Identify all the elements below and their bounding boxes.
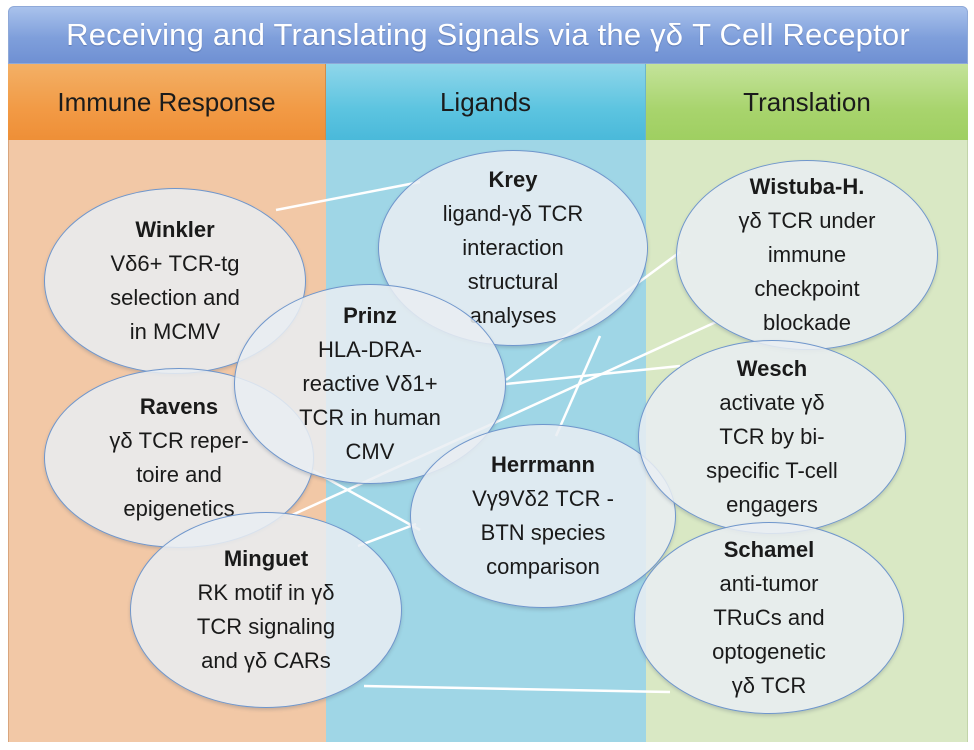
node-minguet: Minguet RK motif in γδ TCR signaling and… [130, 512, 402, 708]
connector-minguet-herrmann [357, 522, 417, 548]
node-ravens-name: Ravens [139, 394, 219, 419]
node-herrmann-text: Vγ9Vδ2 TCR - BTN species comparison [472, 486, 614, 579]
column-header-immune-response: Immune Response [8, 64, 326, 140]
connector-prinz-wesch [505, 364, 681, 386]
node-krey-text: ligand-γδ TCR interaction structural ana… [442, 201, 584, 328]
connector-winkler-krey [275, 180, 421, 212]
node-krey: Krey ligand-γδ TCR interaction structura… [378, 150, 648, 346]
column-header-translation: Translation [646, 64, 968, 140]
node-ravens-text: γδ TCR reper- toire and epigenetics [109, 428, 249, 521]
node-wesch-name: Wesch [736, 356, 808, 381]
node-schamel-name: Schamel [723, 537, 815, 562]
diagram-title-bar: Receiving and Translating Signals via th… [8, 6, 968, 64]
node-krey-name: Krey [488, 167, 538, 192]
column-header-ligands: Ligands [326, 64, 646, 140]
node-herrmann-name: Herrmann [491, 452, 595, 477]
node-minguet-name: Minguet [223, 546, 309, 571]
node-prinz: Prinz HLA-DRA- reactive Vδ1+ TCR in huma… [234, 284, 506, 484]
diagram-title: Receiving and Translating Signals via th… [66, 17, 910, 52]
node-wesch-text: activate γδ TCR by bi- specific T-cell e… [706, 390, 838, 517]
node-herrmann: Herrmann Vγ9Vδ2 TCR - BTN species compar… [410, 424, 676, 608]
node-schamel: Schamel anti-tumor TRuCs and optogenetic… [634, 522, 904, 714]
node-prinz-name: Prinz [343, 303, 397, 328]
node-winkler-name: Winkler [135, 217, 215, 242]
node-wistuba-text: γδ TCR under immune checkpoint blockade [738, 208, 876, 335]
node-minguet-text: RK motif in γδ TCR signaling and γδ CARs [196, 580, 336, 673]
connector-minguet-schamel [363, 684, 671, 694]
node-wesch: Wesch activate γδ TCR by bi- specific T-… [638, 340, 906, 534]
node-schamel-text: anti-tumor TRuCs and optogenetic γδ TCR [712, 571, 826, 698]
node-winkler-text: Vδ6+ TCR-tg selection and in MCMV [110, 251, 240, 344]
node-wistuba-name: Wistuba-H. [749, 174, 865, 199]
node-prinz-text: HLA-DRA- reactive Vδ1+ TCR in human CMV [299, 337, 441, 464]
node-wistuba: Wistuba-H. γδ TCR under immune checkpoin… [676, 160, 938, 350]
